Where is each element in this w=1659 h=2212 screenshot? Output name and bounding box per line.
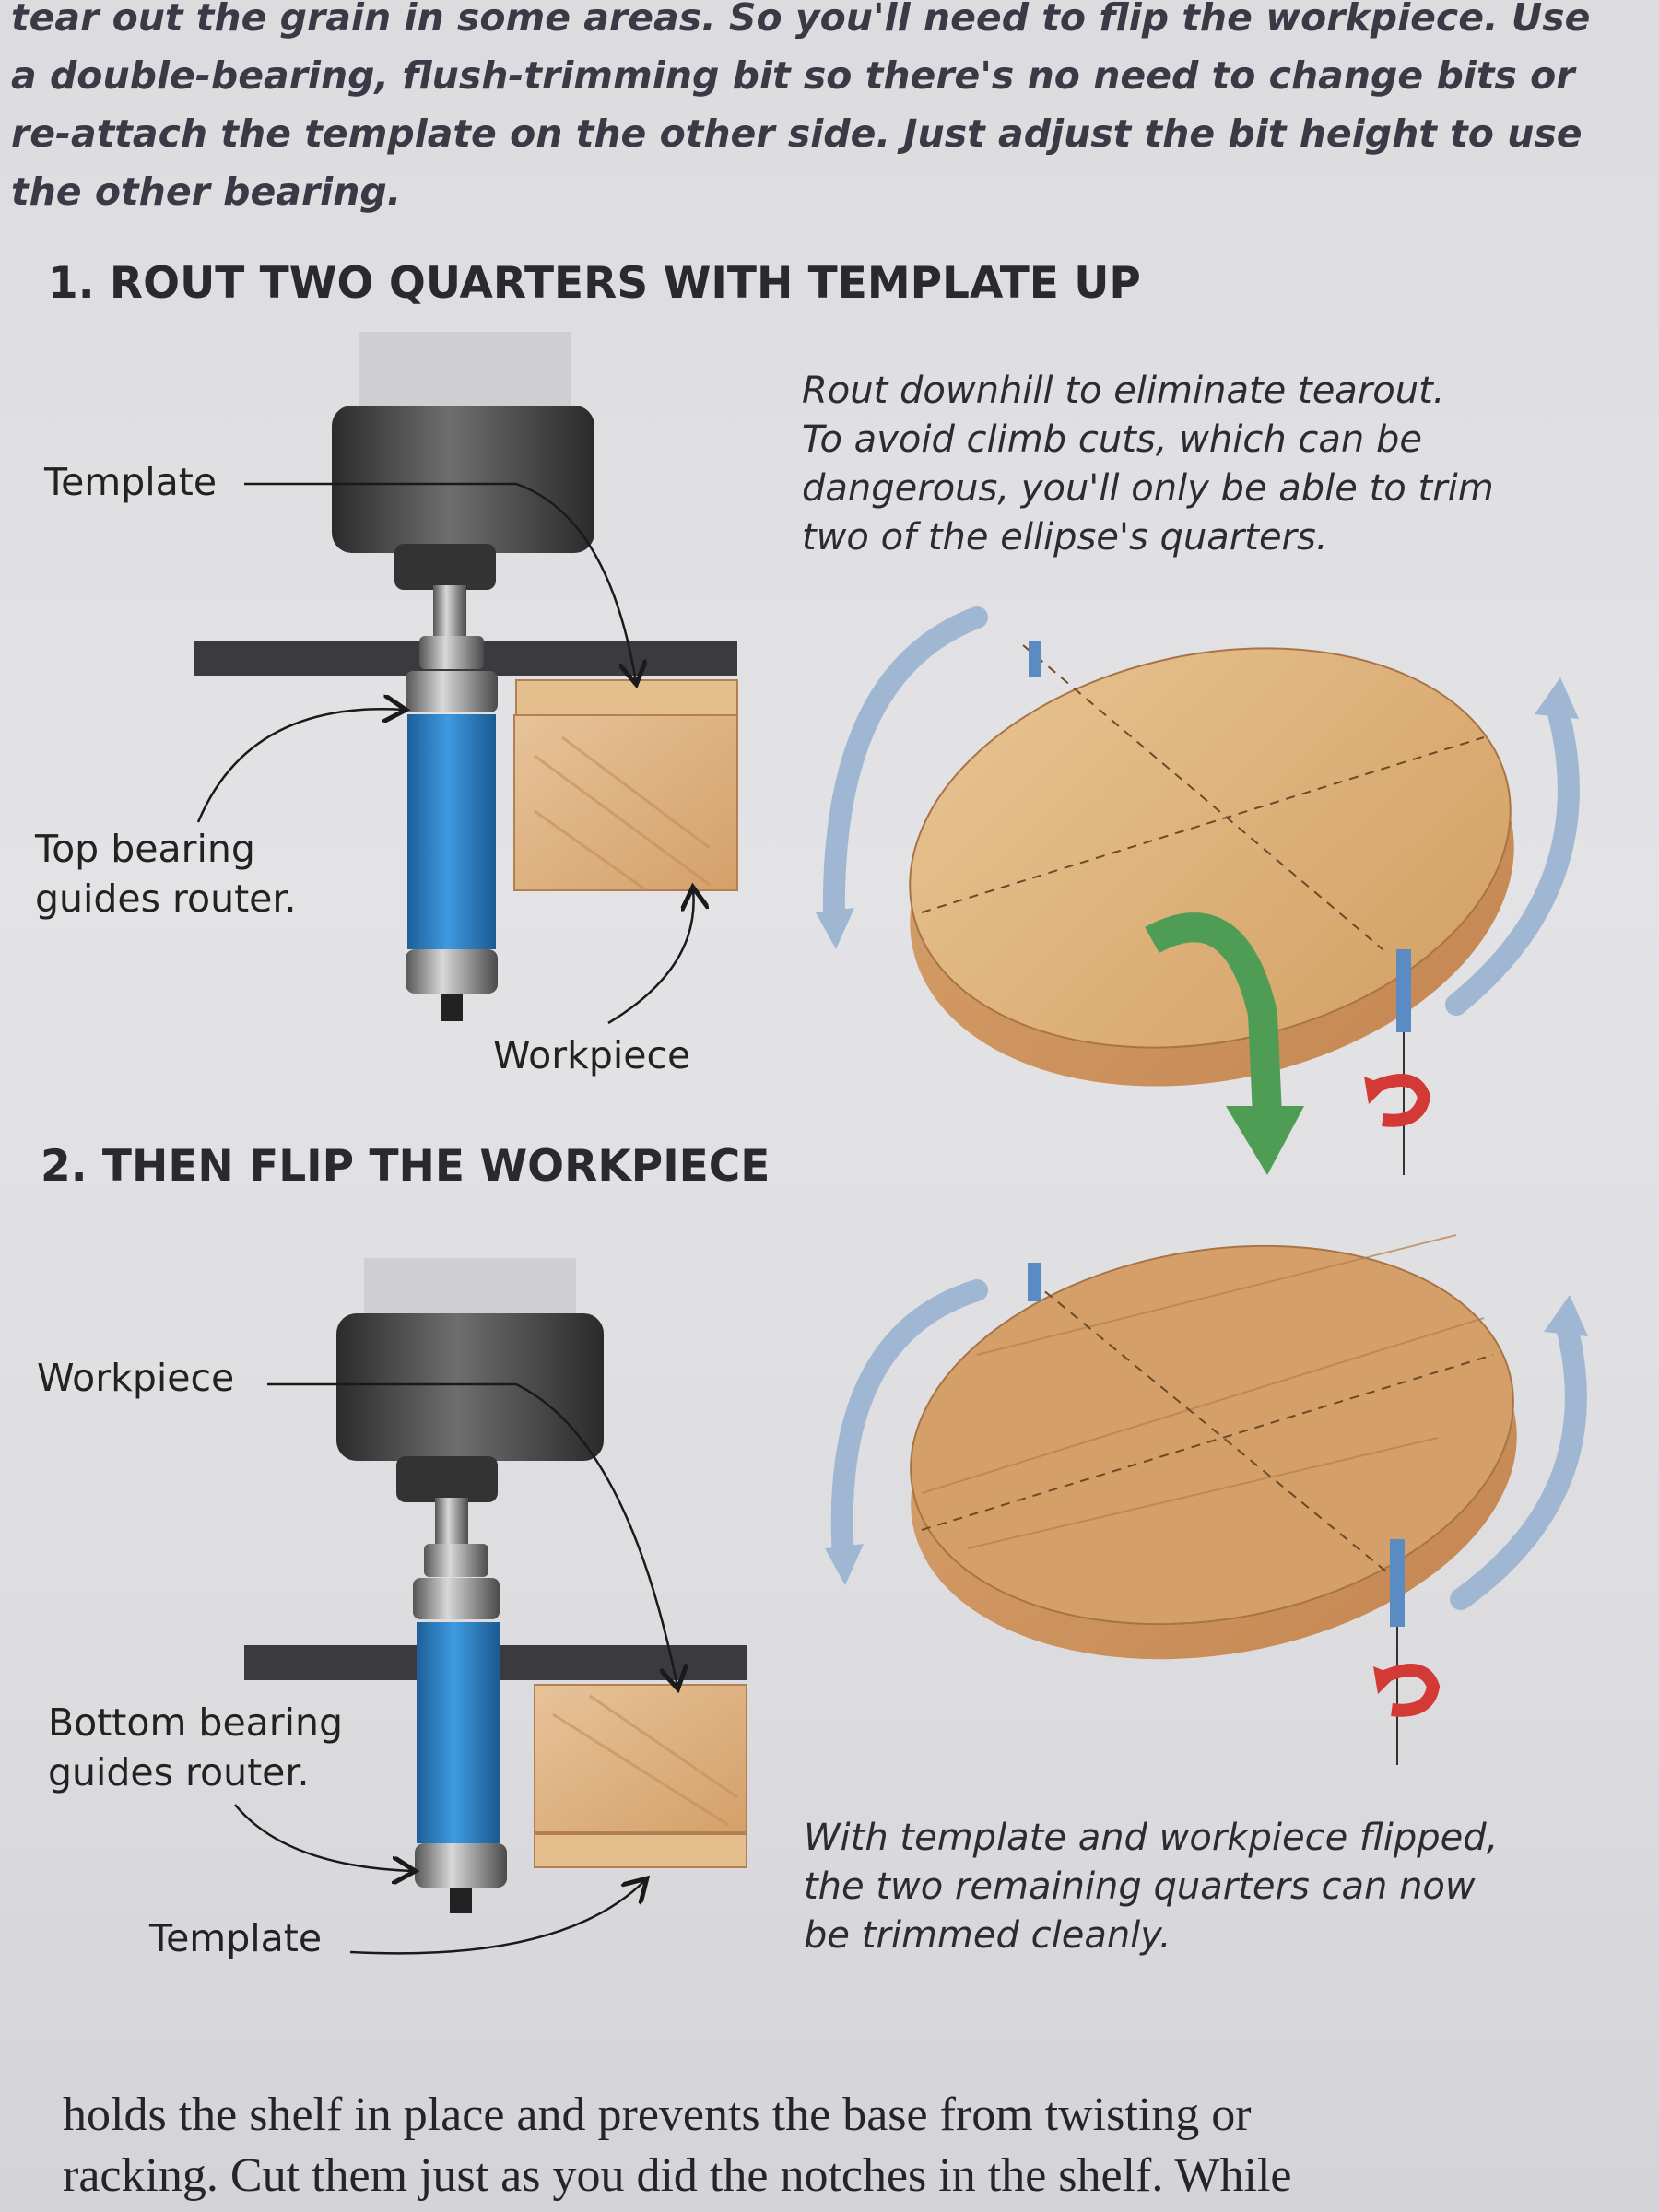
body-line: racking. Cut them just as you did the no… [63,2149,1292,2202]
caption-line: be trimmed cleanly. [804,1914,1171,1957]
caption-line: To avoid climb cuts, which can be [802,418,1422,461]
ellipse-workpiece-top [816,606,1580,1175]
rotation-arrow-icon [1445,699,1580,1016]
spin-arrow-icon [1380,1664,1441,1717]
step2-label-workpiece: Workpiece [37,1356,235,1400]
bit-cutter [417,1622,500,1843]
template-board [515,679,738,716]
body-paragraph: holds the shelf in place and prevents th… [63,2085,1291,2206]
intro-paragraph: tear out the grain in some areas. So you… [11,0,1591,221]
workpiece-board [513,714,738,891]
intro-line: the other bearing. [11,170,402,214]
step1-label-bearing: Top bearing guides router. [35,824,297,924]
bearing-line: guides router. [35,877,297,921]
bearing-line: guides router. [48,1750,310,1794]
step1-label-template: Template [44,460,218,504]
workpiece-board [534,1684,747,1833]
body-line: holds the shelf in place and prevents th… [63,2088,1252,2141]
step2-heading: 2. THEN FLIP THE WORKPIECE [41,1141,771,1192]
step2-label-template: Template [149,1916,323,1960]
intro-line: tear out the grain in some areas. So you… [11,0,1591,40]
step2-label-bearing: Bottom bearing guides router. [48,1698,343,1797]
step1-heading: 1. ROUT TWO QUARTERS WITH TEMPLATE UP [48,258,1141,309]
bit-cutter [407,714,496,949]
bottom-bearing [415,1843,507,1888]
rotation-arrow-icon [830,1279,988,1569]
step1-label-workpiece: Workpiece [493,1033,691,1077]
intro-line: a double-bearing, flush-trimming bit so … [11,53,1575,98]
spin-arrow-icon [1371,1074,1431,1127]
bearing-line: Bottom bearing [48,1700,344,1745]
rotation-arrow-icon [822,606,988,933]
step1-caption: Rout downhill to eliminate tearout. To a… [802,367,1494,562]
caption-line: With template and workpiece flipped, [804,1817,1499,1859]
rotation-arrow-icon [1450,1316,1587,1610]
top-bearing [406,671,498,712]
bearing-line: Top bearing [35,827,255,871]
step2-caption: With template and workpiece flipped, the… [804,1814,1498,1960]
caption-line: two of the ellipse's quarters. [802,516,1328,559]
flip-arrow-icon [1145,912,1282,1116]
caption-line: dangerous, you'll only be able to trim [802,467,1494,510]
router-bit-illustration-bottom [244,1258,747,1913]
caption-line: the two remaining quarters can now [804,1865,1476,1908]
intro-line: re-attach the template on the other side… [11,112,1583,156]
caption-line: Rout downhill to eliminate tearout. [802,370,1445,412]
ellipse-workpiece-bottom [825,1234,1588,1765]
template-board [534,1833,747,1868]
router-bit-illustration-top [194,332,738,1021]
